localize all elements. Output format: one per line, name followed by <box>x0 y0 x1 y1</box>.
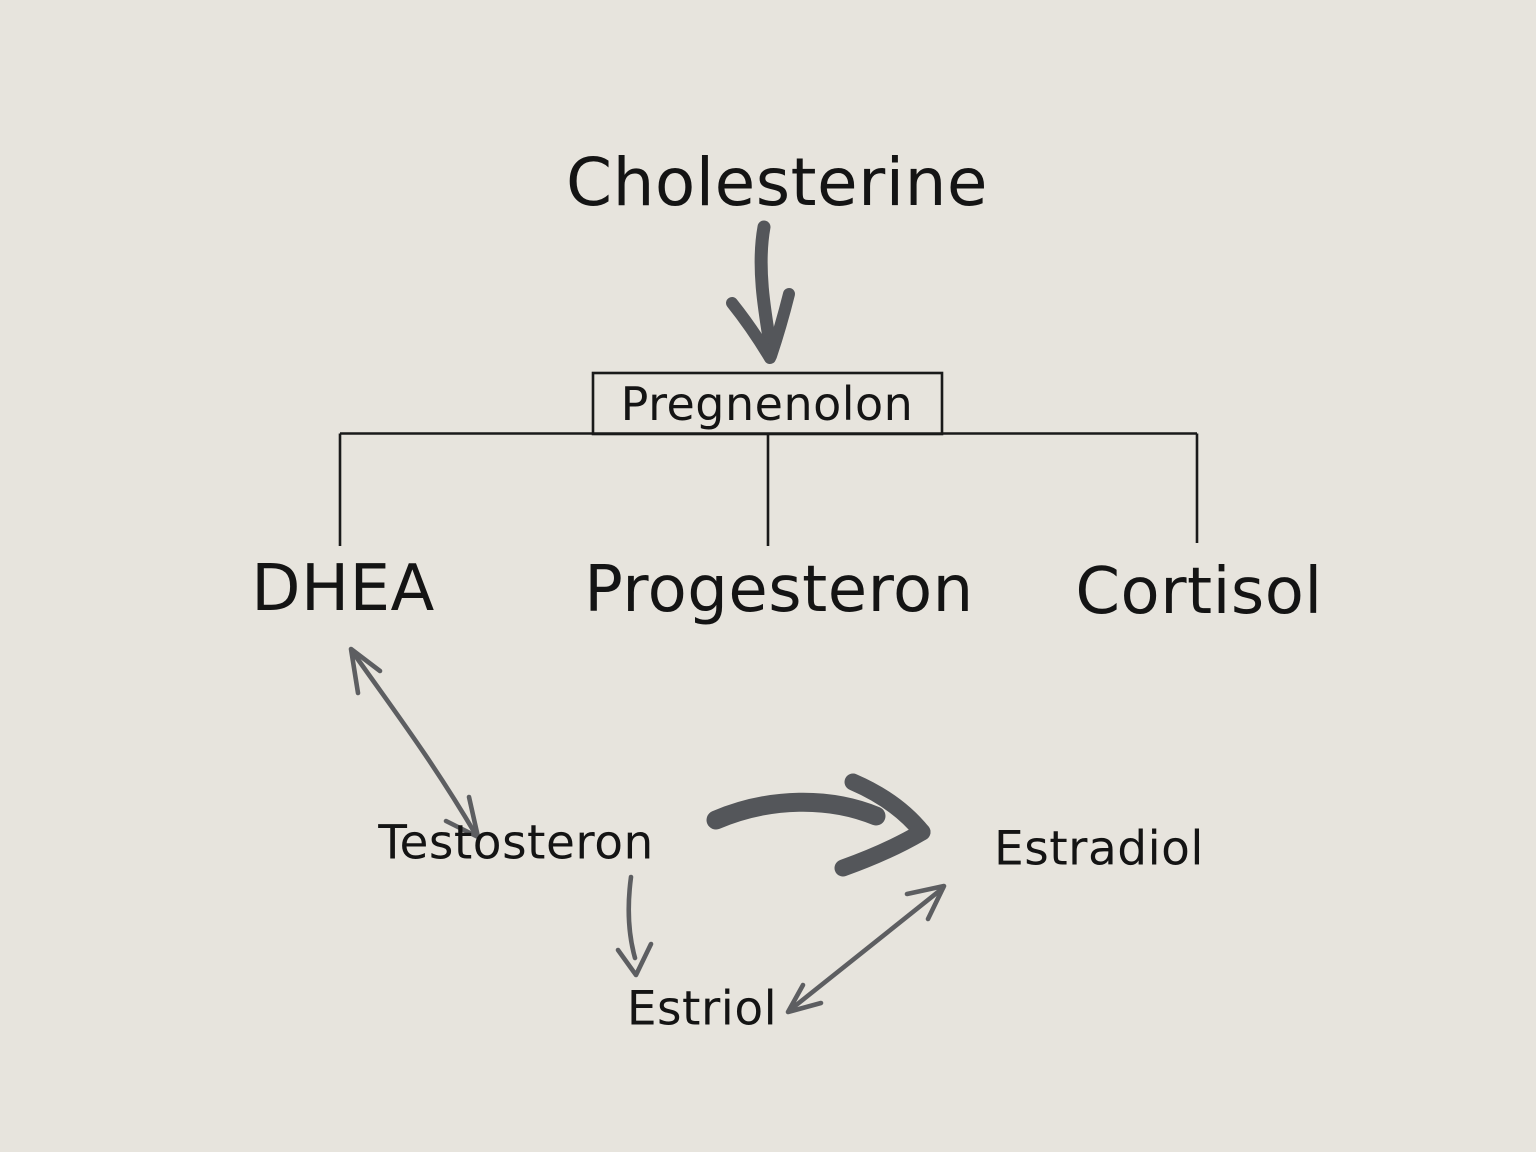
arrow-shaft <box>349 648 479 838</box>
node-label-estriol: Estriol <box>626 981 778 1037</box>
node-label-testosteron: Testosteron <box>378 815 654 871</box>
arrowhead-bottom <box>785 982 824 1015</box>
arrow-dhea-testosteron-bidirectional <box>348 646 481 840</box>
node-label-dhea: DHEA <box>251 552 435 626</box>
arrowhead-top <box>904 883 947 922</box>
arrowhead-bottom <box>443 794 481 840</box>
node-label-cholesterine: Cholesterine <box>565 144 989 221</box>
node-label-estradiol: Estradiol <box>994 821 1204 877</box>
node-label-progesteron: Progesteron <box>584 553 974 627</box>
arrowhead-right-barb <box>765 288 795 362</box>
node-label-pregnenolon: Pregnenolon <box>620 377 914 431</box>
arrow-testosteron-to-estriol <box>615 874 654 978</box>
tree-branch-lines <box>338 371 1199 546</box>
node-label-cortisol: Cortisol <box>1075 555 1323 629</box>
arrow-shaft <box>787 885 946 1013</box>
arrowhead-lower-barb <box>834 823 931 877</box>
arrow-shaft <box>706 792 886 830</box>
arrow-testosteron-to-estradiol <box>706 773 931 877</box>
arrowhead-bottom <box>615 941 654 978</box>
arrow-shaft <box>626 874 638 961</box>
arrowhead-top <box>348 646 383 696</box>
pregnenolon-box <box>591 371 944 436</box>
arrow-estriol-estradiol-bidirectional <box>785 883 947 1015</box>
arrow-cholesterine-to-pregnenolon <box>726 220 795 364</box>
arrow-shaft <box>754 220 778 357</box>
